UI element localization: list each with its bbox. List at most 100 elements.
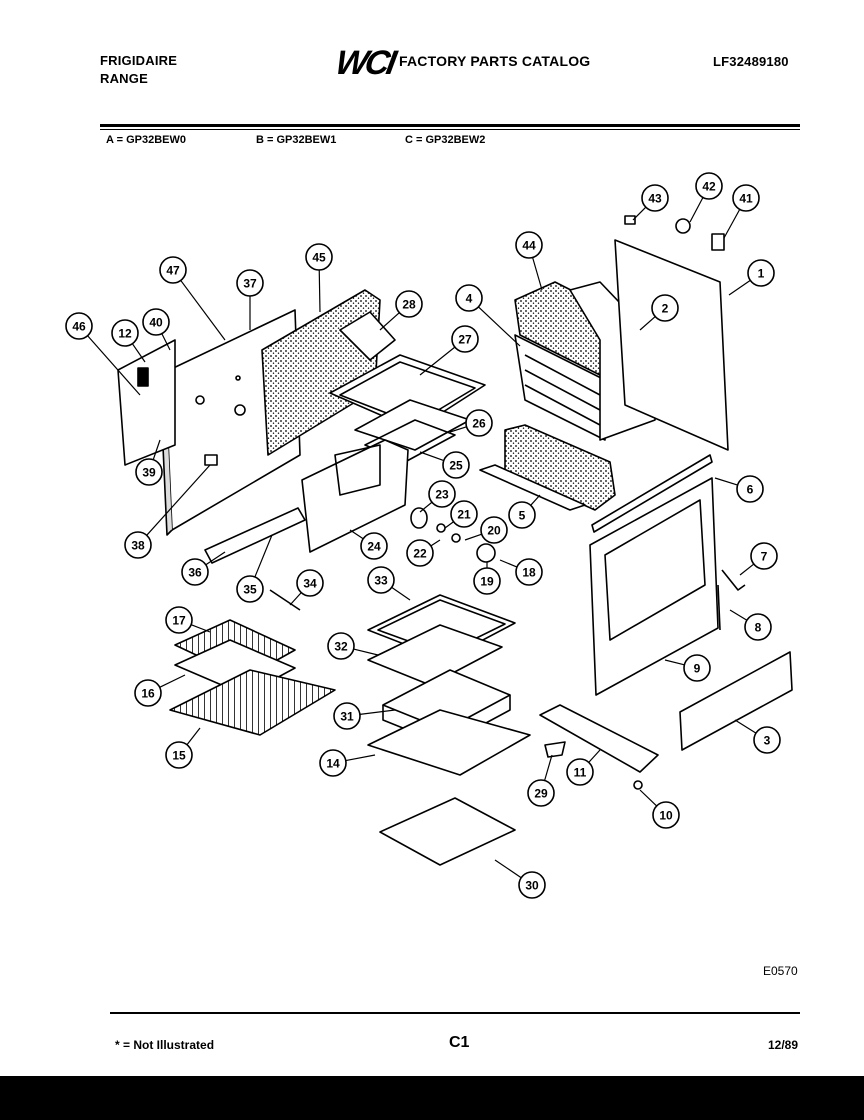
drawing-number: E0570	[763, 964, 798, 978]
rod-34	[269, 589, 301, 611]
callout-leader-9	[664, 659, 685, 666]
callout-leader-33	[391, 586, 411, 601]
callout-circle-9	[683, 654, 711, 682]
callout-leader-18	[499, 559, 518, 568]
catalog-title: FACTORY PARTS CATALOG	[399, 53, 591, 69]
callout-leader-36	[205, 551, 226, 566]
callout-number-15: 15	[172, 749, 186, 763]
callout-number-1: 1	[758, 267, 765, 281]
callout-circle-40	[142, 308, 170, 336]
callout-leader-45	[318, 269, 321, 313]
callout-circle-30	[518, 871, 546, 899]
callout-leader-6	[714, 477, 738, 486]
callout-number-7: 7	[761, 550, 768, 564]
callout-leader-16	[159, 674, 186, 688]
callout-leader-28	[379, 312, 400, 331]
callout-circle-12	[111, 319, 139, 347]
callout-leader-12	[131, 343, 146, 363]
hinge-8	[717, 584, 721, 631]
small-part-23	[410, 507, 428, 529]
callout-leader-31	[359, 709, 396, 715]
callout-circle-22	[406, 539, 434, 567]
small-part-21	[436, 523, 446, 533]
callout-leader-8	[729, 609, 748, 621]
callout-number-6: 6	[747, 483, 754, 497]
footnote-not-illustrated: * = Not Illustrated	[115, 1038, 215, 1052]
callout-circle-23	[428, 480, 456, 508]
callout-number-8: 8	[755, 621, 762, 635]
callout-leader-35	[254, 534, 273, 578]
callout-number-5: 5	[519, 509, 526, 523]
scan-edge-band	[0, 1076, 864, 1120]
callout-leader-47	[180, 280, 226, 341]
callout-number-36: 36	[188, 566, 202, 580]
callout-circle-20	[480, 516, 508, 544]
brand-name: FRIGIDAIRE	[100, 53, 178, 68]
callout-number-41: 41	[739, 192, 753, 206]
callout-number-43: 43	[648, 192, 662, 206]
callout-leader-24	[349, 529, 364, 540]
callout-number-38: 38	[131, 539, 145, 553]
drawer-front	[679, 651, 793, 751]
vent	[339, 311, 396, 361]
callout-number-24: 24	[367, 540, 381, 554]
callout-leader-44	[532, 257, 543, 291]
callout-circle-29	[527, 779, 555, 807]
callout-circle-4	[455, 284, 483, 312]
callout-circle-31	[333, 702, 361, 730]
callout-number-23: 23	[435, 488, 449, 502]
callout-number-34: 34	[303, 577, 317, 591]
callout-circle-26	[465, 409, 493, 437]
storage-drawer-bottom	[379, 797, 516, 866]
callout-number-31: 31	[340, 710, 354, 724]
footer-rule	[110, 1012, 800, 1014]
callout-number-14: 14	[326, 757, 340, 771]
callout-circle-32	[327, 632, 355, 660]
callout-number-3: 3	[764, 734, 771, 748]
callout-leader-14	[345, 754, 376, 762]
callout-number-19: 19	[480, 575, 494, 589]
small-part-41	[711, 233, 725, 251]
callout-circle-27	[451, 325, 479, 353]
callout-number-18: 18	[522, 566, 536, 580]
callout-circle-1	[747, 259, 775, 287]
callout-circle-47	[159, 256, 187, 284]
model-b: B = GP32BEW1	[256, 134, 337, 146]
callout-circle-33	[367, 566, 395, 594]
callout-circle-2	[651, 294, 679, 322]
callout-circle-19	[473, 567, 501, 595]
callout-leader-2	[639, 316, 656, 331]
callout-number-20: 20	[487, 524, 501, 538]
drawer-pan	[367, 709, 531, 776]
callout-circle-44	[515, 231, 543, 259]
left-bracket	[117, 339, 176, 466]
header-rule-thin	[100, 129, 800, 130]
callout-leader-5	[530, 494, 541, 506]
callout-leader-32	[353, 648, 379, 656]
revision-date: 12/89	[768, 1038, 799, 1052]
callout-leader-23	[419, 501, 433, 513]
page-number: C1	[449, 1034, 470, 1051]
kick-plate	[204, 507, 306, 564]
callout-leader-21	[444, 521, 454, 529]
callout-leader-22	[430, 539, 441, 547]
callout-number-33: 33	[374, 574, 388, 588]
callout-number-47: 47	[166, 264, 180, 278]
callout-circle-14	[319, 749, 347, 777]
callout-number-30: 30	[525, 879, 539, 893]
clip-29	[544, 741, 566, 758]
callout-circle-11	[566, 758, 594, 786]
callout-leader-39	[152, 439, 161, 460]
callout-circle-42	[695, 172, 723, 200]
callout-circle-39	[135, 458, 163, 486]
callout-leader-46	[87, 335, 141, 396]
oven-rack	[169, 669, 336, 736]
callout-leader-30	[494, 859, 522, 879]
bottom-rail	[539, 704, 659, 773]
callout-number-10: 10	[659, 809, 673, 823]
callout-number-12: 12	[118, 327, 132, 341]
callout-circle-21	[450, 500, 478, 528]
callout-number-35: 35	[243, 583, 257, 597]
